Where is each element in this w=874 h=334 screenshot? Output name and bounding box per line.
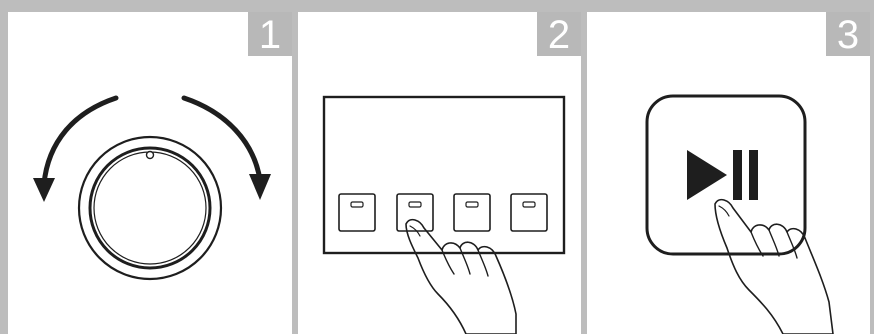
preset-button-1-icon <box>339 194 375 231</box>
knob-icon <box>79 137 221 279</box>
preset-button-4-icon <box>511 194 547 231</box>
play-pause-button-icon <box>647 96 805 254</box>
step-panel-1: 1 <box>8 12 292 334</box>
step-panel-2: 2 <box>298 12 581 334</box>
play-pause-illustration <box>587 12 870 334</box>
step-number-badge: 3 <box>826 12 870 56</box>
step-number-badge: 1 <box>248 12 292 56</box>
rotary-knob-illustration <box>8 12 292 334</box>
step-number-badge: 2 <box>537 12 581 56</box>
preset-button-2-icon <box>397 194 433 231</box>
step-panel-3: 3 <box>587 12 870 334</box>
preset-buttons-illustration <box>298 12 581 334</box>
preset-button-3-icon <box>454 194 490 231</box>
